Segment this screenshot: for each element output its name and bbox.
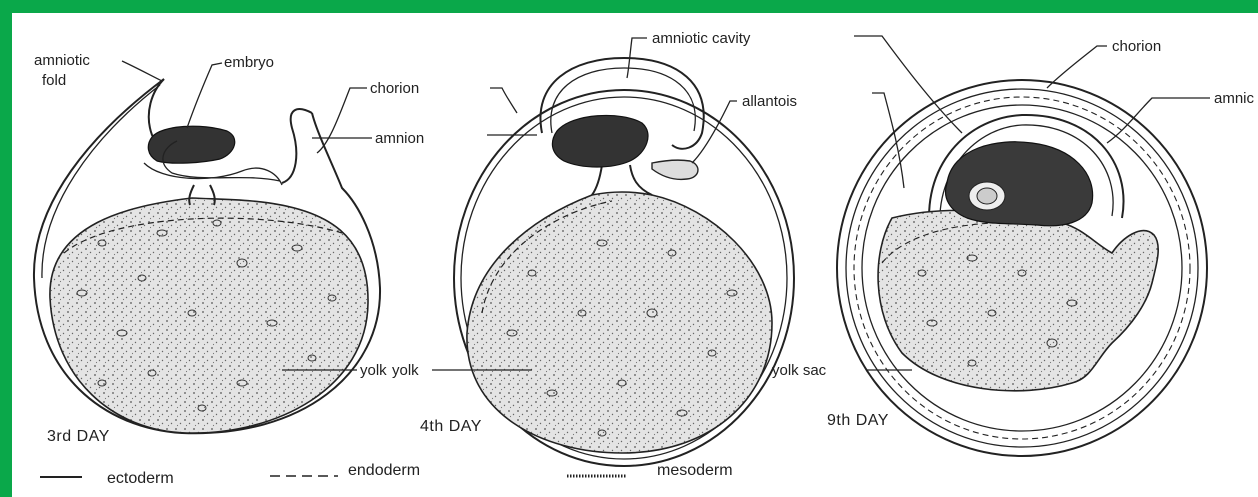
stage-label-day4: 4th DAY xyxy=(420,418,482,435)
label-allantois: allantois xyxy=(742,93,797,110)
label-amniotic-fold-2: fold xyxy=(42,72,66,89)
embryo-development-diagram: amniotic fold embryo chorion amnion yolk… xyxy=(12,13,1258,497)
label-amniotic-cavity: amniotic cavity xyxy=(652,30,751,47)
day4-allantois xyxy=(652,160,698,179)
label-yolk-day3: yolk xyxy=(360,362,387,379)
day4-yolk xyxy=(467,192,772,453)
day9-embryo xyxy=(946,142,1093,226)
label-amniotic-fold-1: amniotic xyxy=(34,52,90,69)
legend-mesoderm-label: mesoderm xyxy=(657,462,733,479)
legend-endoderm-label: endoderm xyxy=(348,462,420,479)
stage-label-day3: 3rd DAY xyxy=(47,428,110,445)
label-yolk-day4: yolk xyxy=(392,362,419,379)
diagram-frame: amniotic fold embryo chorion amnion yolk… xyxy=(12,13,1258,497)
label-embryo: embryo xyxy=(224,54,274,71)
day3-embryo xyxy=(148,126,234,163)
label-chorion-day9: chorion xyxy=(1112,38,1161,55)
day4-embryo xyxy=(552,115,648,167)
day9-yolk-sac xyxy=(878,210,1158,390)
legend-ectoderm-label: ectoderm xyxy=(107,470,174,487)
label-amnion-day3: amnion xyxy=(375,130,424,147)
stage-day9 xyxy=(837,80,1207,456)
stage-day4 xyxy=(454,58,794,466)
label-chorion-day3: chorion xyxy=(370,80,419,97)
stage-day3 xyxy=(34,79,380,433)
stage-label-day9: 9th DAY xyxy=(827,412,889,429)
label-yolk-sac: yolk sac xyxy=(772,362,827,379)
label-amnion-day9: amnic xyxy=(1214,90,1255,107)
